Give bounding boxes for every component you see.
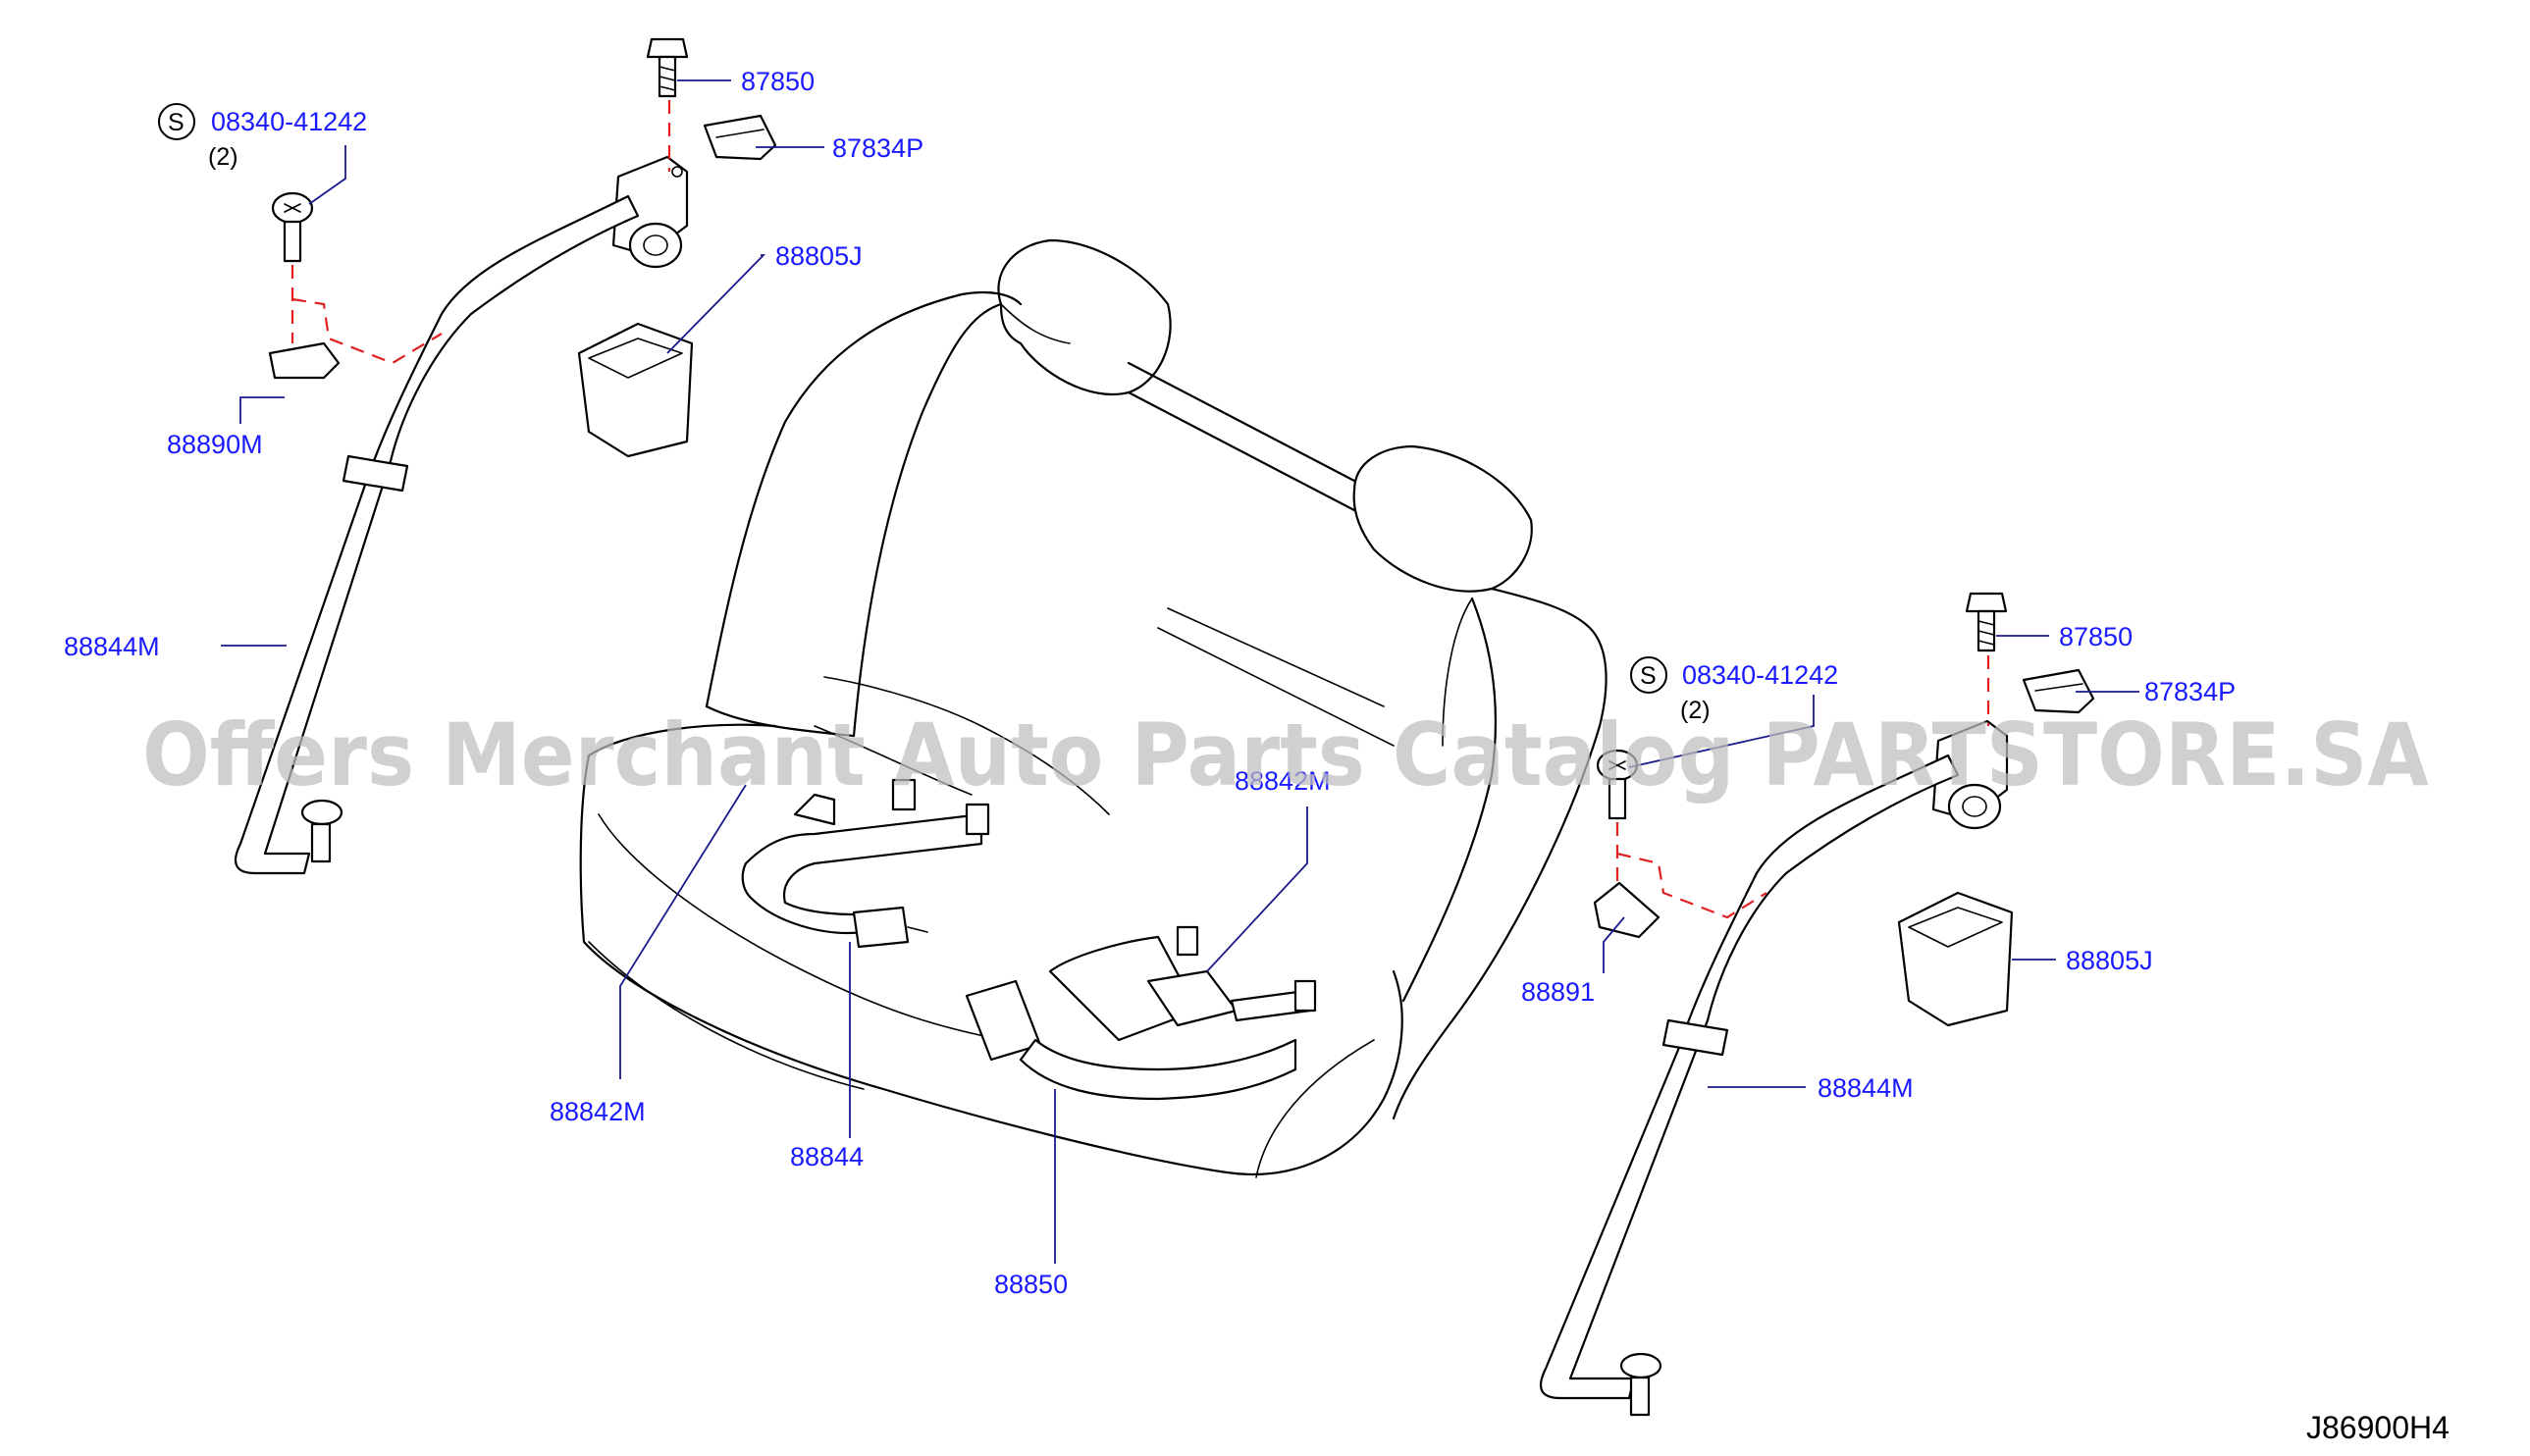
leader-lines — [221, 79, 2139, 1264]
std-part-mark-right-text: S — [1640, 662, 1657, 690]
left-seat-belt-assembly — [234, 37, 777, 875]
retractor-left — [611, 155, 689, 269]
std-bolt-08340-41242-right — [1596, 749, 1639, 820]
label-88890M: 88890M — [167, 430, 263, 459]
diagram-code: J86900H4 — [2306, 1410, 2450, 1445]
label-87834P-right: 87834P — [2144, 677, 2236, 706]
center-buckle-left — [741, 778, 990, 949]
anchor-bolt-left — [300, 799, 343, 863]
label-88842M-center: 88842M — [550, 1097, 646, 1126]
callout-labels: 87850 87834P S 08340-41242 (2) 88890M 88… — [64, 67, 2236, 1299]
std-part-mark-left — [158, 103, 195, 140]
label-87850-right: 87850 — [2059, 622, 2133, 651]
guide-88891-right — [1593, 881, 1660, 939]
label-88842M-right-top: 88842M — [1235, 766, 1331, 796]
watermark-text: Offers Merchant Auto Parts Catalog PARTS… — [142, 704, 2429, 806]
qty-label-left: (2) — [208, 143, 238, 171]
std-bolt-08340-41242-left — [271, 191, 314, 263]
label-88805J-left: 88805J — [775, 241, 863, 271]
bolt-87850-left — [646, 37, 689, 98]
cover-87834P-right — [2022, 668, 2095, 714]
guide-88890M-left — [268, 341, 341, 380]
retractor-right — [1931, 719, 2009, 830]
label-88805J-right: 88805J — [2066, 946, 2153, 975]
right-seat-belt-assembly — [1539, 592, 2095, 1417]
std-part-mark-right — [1630, 656, 1667, 694]
label-88844M-left: 88844M — [64, 632, 160, 661]
cover-87834P-left — [703, 114, 777, 161]
label-88850-center: 88850 — [994, 1270, 1068, 1299]
label-88844-center: 88844 — [790, 1142, 864, 1171]
anchor-bolt-right — [1619, 1352, 1662, 1417]
escutcheon-88805J-left — [577, 322, 694, 458]
std-part-mark-left-text: S — [168, 109, 184, 136]
label-87850-left: 87850 — [741, 67, 815, 96]
center-buckle-right — [965, 925, 1317, 1101]
bolt-87850-right — [1965, 592, 2008, 652]
label-88844M-right: 88844M — [1818, 1073, 1914, 1103]
qty-label-right: (2) — [1680, 697, 1711, 724]
label-87834P-left: 87834P — [832, 133, 923, 163]
escutcheon-88805J-right — [1897, 891, 2014, 1027]
label-08340-41242-left: 08340-41242 — [211, 107, 367, 136]
label-08340-41242-right: 08340-41242 — [1682, 660, 1838, 690]
rear-seat-drawing — [579, 238, 1608, 1178]
label-88891: 88891 — [1521, 977, 1595, 1007]
